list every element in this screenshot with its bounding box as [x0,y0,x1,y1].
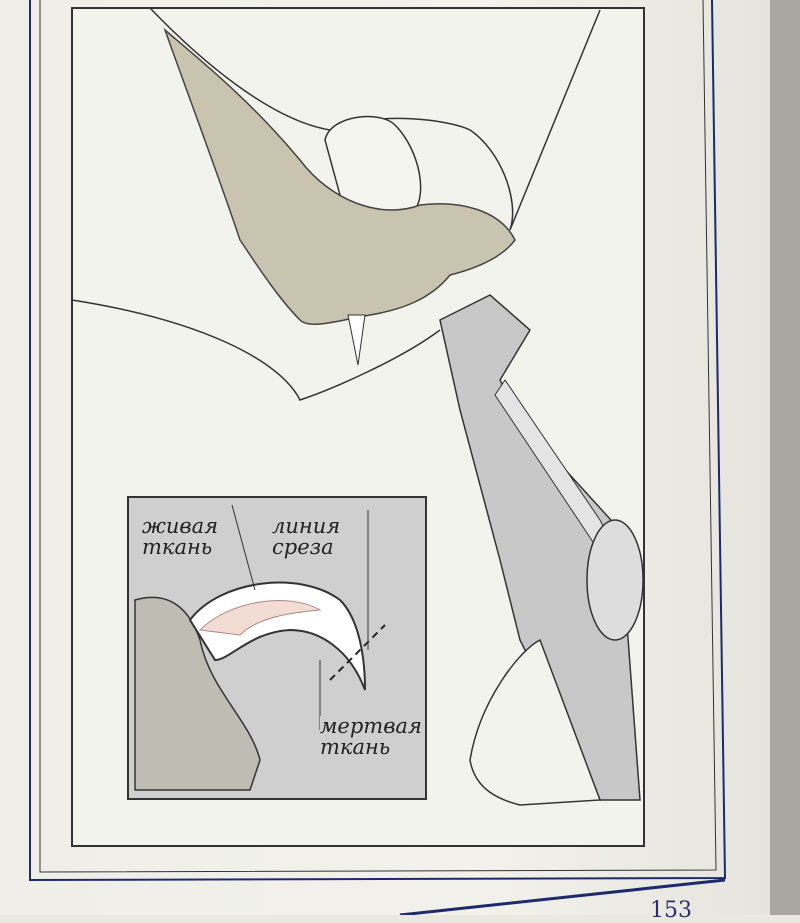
hand-drawing [149,7,601,231]
label-line: среза [272,535,334,559]
lap-outline [71,299,441,401]
outer-frame [29,0,727,882]
label-line: мертвая [320,714,422,738]
page-edge-shadow [770,0,800,915]
label-dead-tissue: мертвая ткань [320,716,422,758]
paw-fur [163,27,516,326]
nail-clipper [439,294,641,801]
label-live-tissue: живая ткань [142,514,219,559]
label-cut-line: линия среза [272,514,341,559]
page-rule [399,878,726,915]
label-line: ткань [320,735,391,759]
cut-line [329,624,386,681]
claw [347,314,366,366]
holding-hand [469,638,602,806]
toe-bone [134,596,261,791]
live-tissue-quick [198,600,322,636]
page-number: 153 [650,898,692,923]
label-line: линия [272,514,341,538]
clipper-grip [586,519,644,641]
label-line: ткань [142,535,213,559]
pointer-live [231,504,256,591]
middle-frame [39,0,717,873]
label-line: живая [142,514,219,538]
